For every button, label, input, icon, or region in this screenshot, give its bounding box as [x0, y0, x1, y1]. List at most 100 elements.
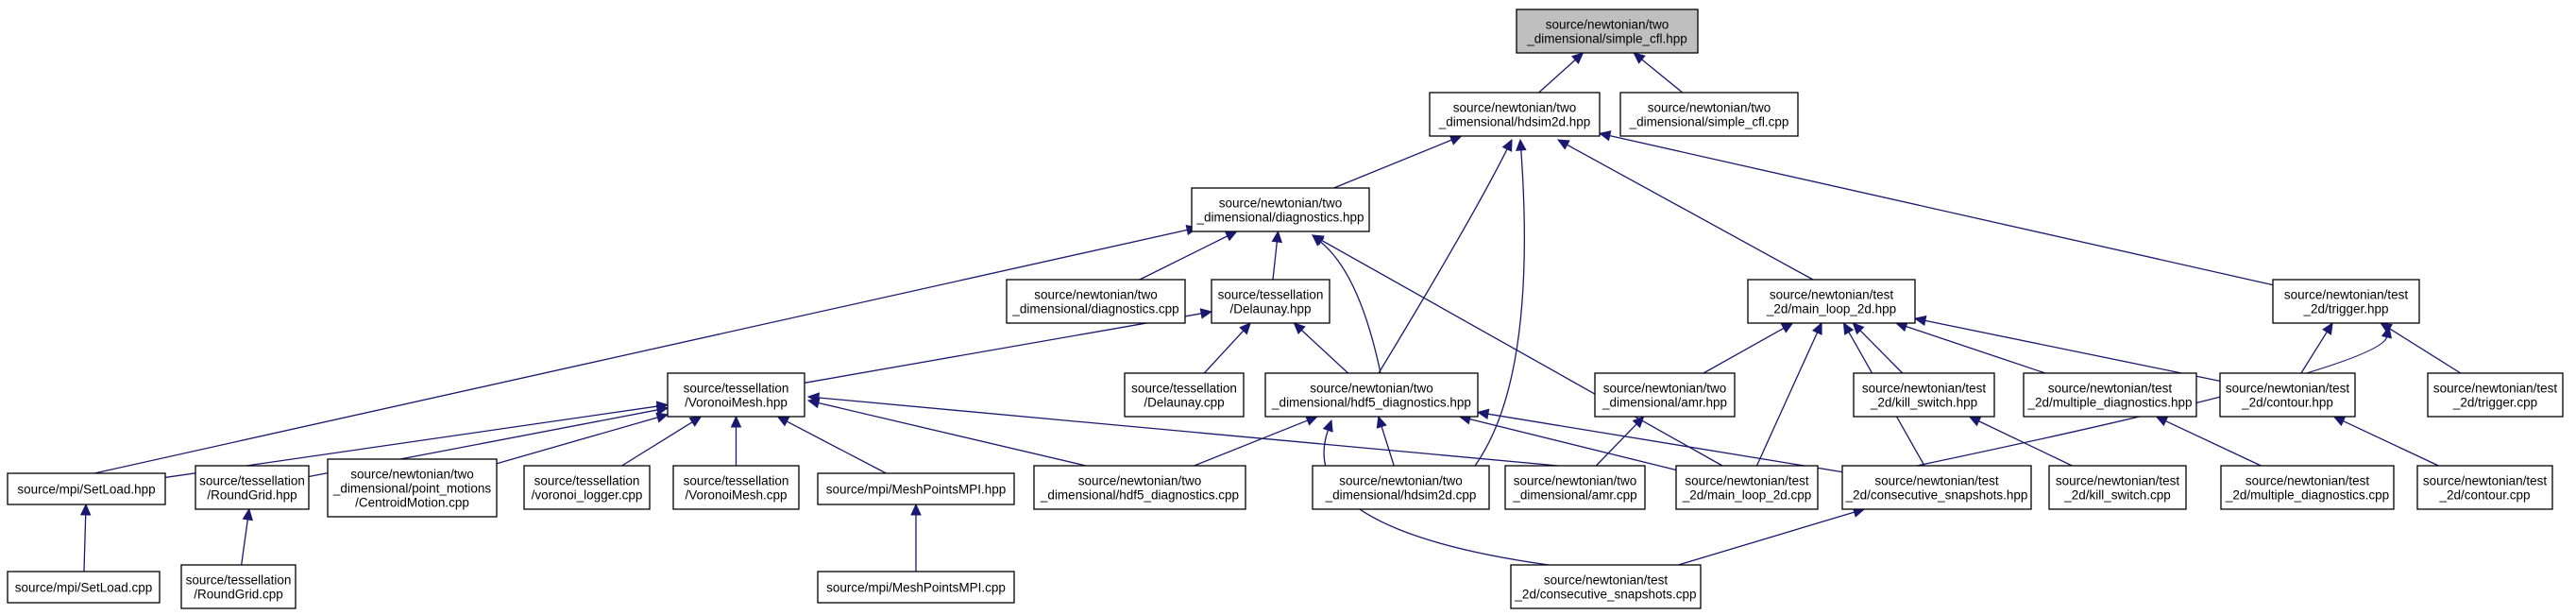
node-contour-hpp[interactable]: source/newtonian/test_2d/contour.hpp — [2219, 372, 2356, 418]
edge-line — [1474, 149, 1525, 467]
node-diagnostics-hpp[interactable]: source/newtonian/two_dimensional/diagnos… — [1191, 187, 1370, 232]
node-box[interactable] — [2219, 372, 2356, 418]
node-box[interactable] — [7, 571, 161, 604]
node-box[interactable] — [2427, 372, 2564, 418]
node-label-line: _2d/main_loop_2d.cpp — [1682, 488, 1812, 503]
edge-line — [93, 229, 1188, 474]
node-box[interactable] — [1594, 372, 1736, 418]
node-centroidmotion-cpp[interactable]: source/newtonian/two_dimensional/point_m… — [327, 458, 498, 518]
edge-line — [1859, 330, 1904, 374]
node-box[interactable] — [2048, 465, 2187, 510]
edge-arrowhead — [1632, 416, 1645, 429]
edge-arrowhead — [655, 412, 669, 423]
node-setload-cpp[interactable]: source/mpi/SetLoad.cpp — [7, 571, 161, 604]
edge-hdf5_diagnostics_hpp-to-delaunay_hpp — [1293, 322, 1349, 374]
node-box[interactable] — [1853, 372, 1995, 418]
node-box[interactable] — [1619, 92, 1799, 137]
edge-main_loop_2d_hpp-to-hdsim2d_hpp — [1556, 139, 1814, 281]
node-box[interactable] — [1841, 465, 2032, 510]
node-box[interactable] — [1264, 372, 1479, 418]
node-label-line: _2d/kill_switch.hpp — [1870, 396, 1977, 410]
node-box[interactable] — [667, 372, 805, 418]
node-box[interactable] — [817, 571, 1015, 604]
node-box[interactable] — [1211, 279, 1330, 324]
node-label-line: _2d/main_loop_2d.hpp — [1766, 302, 1896, 316]
edge-line — [804, 313, 1202, 384]
node-label-line: source/newtonian/two — [1603, 382, 1727, 396]
node-box[interactable] — [1033, 465, 1246, 510]
edge-trigger_hpp-to-hdsim2d_hpp — [1598, 130, 2274, 286]
node-box[interactable] — [1006, 279, 1186, 324]
node-box[interactable] — [1312, 465, 1490, 510]
edge-arrowhead — [655, 404, 669, 416]
edge-arrowhead — [1293, 322, 1306, 335]
node-box[interactable] — [7, 472, 166, 505]
node-kill-switch-cpp[interactable]: source/newtonian/test_2d/kill_switch.cpp — [2048, 465, 2187, 510]
node-meshpointsmpi-hpp[interactable]: source/mpi/MeshPointsMPI.hpp — [817, 472, 1015, 505]
node-multiple-diagnostics-cpp[interactable]: source/newtonian/test_2d/multiple_diagno… — [2220, 465, 2395, 510]
edge-line — [1703, 327, 1785, 374]
node-multiple-diagnostics-hpp[interactable]: source/newtonian/test_2d/multiple_diagno… — [2023, 372, 2197, 418]
node-label-line: source/mpi/MeshPointsMPI.hpp — [826, 483, 1007, 497]
node-hdf5-diagnostics-cpp[interactable]: source/newtonian/two_dimensional/hdf5_di… — [1033, 465, 1246, 510]
node-box[interactable] — [672, 465, 800, 510]
node-box[interactable] — [327, 458, 498, 518]
node-label-line: _dimensional/amr.hpp — [1602, 396, 1727, 410]
node-box[interactable] — [2023, 372, 2197, 418]
node-box[interactable] — [1191, 187, 1370, 232]
node-label-line: _dimensional/hdsim2d.hpp — [1438, 115, 1591, 129]
edge-arrowhead — [1224, 231, 1238, 242]
edge-arrowhead — [1556, 139, 1570, 150]
edge-contour_cpp-to-contour_hpp — [2332, 416, 2439, 467]
edge-line — [1300, 329, 1349, 374]
node-meshpointsmpi-cpp[interactable]: source/mpi/MeshPointsMPI.cpp — [817, 571, 1015, 604]
node-kill-switch-hpp[interactable]: source/newtonian/test_2d/kill_switch.hpp — [1853, 372, 1995, 418]
node-voronoimesh-cpp[interactable]: source/tessellation/VoronoiMesh.cpp — [672, 465, 800, 510]
node-box[interactable] — [2416, 465, 2553, 510]
node-trigger-cpp[interactable]: source/newtonian/test_2d/trigger.cpp — [2427, 372, 2564, 418]
node-trigger-hpp[interactable]: source/newtonian/test_2d/trigger.hpp — [2272, 279, 2420, 324]
node-simple-cfl-cpp[interactable]: source/newtonian/two_dimensional/simple_… — [1619, 92, 1799, 137]
node-box[interactable] — [1747, 279, 1916, 324]
node-hdf5-diagnostics-hpp[interactable]: source/newtonian/two_dimensional/hdf5_di… — [1264, 372, 1479, 418]
edge-line — [2165, 420, 2262, 467]
node-voronoimesh-hpp[interactable]: source/tessellation/VoronoiMesh.hpp — [667, 372, 805, 418]
node-roundgrid-hpp[interactable]: source/tessellation/RoundGrid.hpp — [195, 465, 310, 510]
node-amr-hpp[interactable]: source/newtonian/two_dimensional/amr.hpp — [1594, 372, 1736, 418]
node-box[interactable] — [2220, 465, 2395, 510]
node-box[interactable] — [1504, 465, 1646, 510]
node-consecutive-snapshots-cpp[interactable]: source/newtonian/test_2d/consecutive_sna… — [1510, 564, 1702, 609]
edge-arrowhead — [1501, 138, 1513, 152]
node-main-loop-2d-hpp[interactable]: source/newtonian/test_2d/main_loop_2d.hp… — [1747, 279, 1916, 324]
node-contour-cpp[interactable]: source/newtonian/test_2d/contour.cpp — [2416, 465, 2553, 510]
node-box[interactable] — [523, 465, 651, 510]
node-main-loop-2d-cpp[interactable]: source/newtonian/test_2d/main_loop_2d.cp… — [1675, 465, 1819, 510]
node-simple-cfl-hpp[interactable]: source/newtonian/two_dimensional/simple_… — [1516, 9, 1699, 54]
node-box[interactable] — [1510, 564, 1702, 609]
node-box[interactable] — [1124, 372, 1245, 418]
node-label-line: /Delaunay.cpp — [1144, 396, 1224, 410]
node-delaunay-hpp[interactable]: source/tessellation/Delaunay.hpp — [1211, 279, 1330, 324]
edge-setload_cpp-to-setload_hpp — [79, 503, 92, 572]
node-roundgrid-cpp[interactable]: source/tessellation/RoundGrid.cpp — [180, 564, 297, 609]
node-box[interactable] — [180, 564, 297, 609]
node-label-line: _2d/trigger.cpp — [2452, 396, 2537, 410]
node-box[interactable] — [1429, 92, 1601, 137]
edge-line — [2343, 420, 2439, 467]
node-hdsim2d-cpp[interactable]: source/newtonian/two_dimensional/hdsim2d… — [1312, 465, 1490, 510]
node-consecutive-snapshots-hpp[interactable]: source/newtonian/test_2d/consecutive_sna… — [1841, 465, 2032, 510]
node-hdsim2d-hpp[interactable]: source/newtonian/two_dimensional/hdsim2d… — [1429, 92, 1601, 137]
node-box[interactable] — [1675, 465, 1819, 510]
node-box[interactable] — [195, 465, 310, 510]
node-box[interactable] — [1516, 9, 1699, 54]
node-diagnostics-cpp[interactable]: source/newtonian/two_dimensional/diagnos… — [1006, 279, 1186, 324]
node-amr-cpp[interactable]: source/newtonian/two_dimensional/amr.cpp — [1504, 465, 1646, 510]
node-setload-hpp[interactable]: source/mpi/SetLoad.hpp — [7, 472, 166, 505]
node-delaunay-cpp[interactable]: source/tessellation/Delaunay.cpp — [1124, 372, 1245, 418]
node-label-line: _2d/consecutive_snapshots.cpp — [1514, 588, 1696, 602]
node-box[interactable] — [2272, 279, 2420, 324]
edge-line — [1139, 235, 1229, 281]
node-voronoi-logger-cpp[interactable]: source/tessellation/voronoi_logger.cpp — [523, 465, 651, 510]
node-box[interactable] — [817, 472, 1015, 505]
